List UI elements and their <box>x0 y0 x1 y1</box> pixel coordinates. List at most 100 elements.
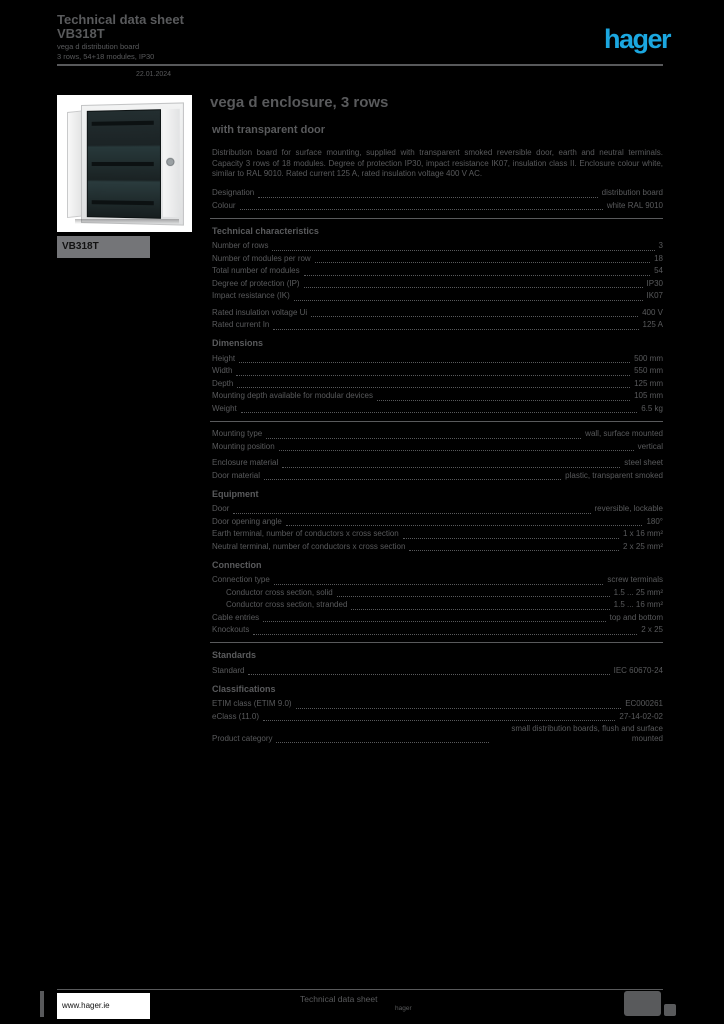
attribute-label: Conductor cross section, solid <box>226 587 333 597</box>
image-caption: VB318T <box>57 236 150 258</box>
attribute-value: white RAL 9010 <box>606 200 663 210</box>
attribute-row: Degree of protection (IP)IP30 <box>212 277 663 290</box>
attribute-value: 500 mm <box>634 353 663 363</box>
attribute-label: Connection type <box>212 575 270 584</box>
attribute-value: 1.5 ... 25 mm² <box>613 587 663 597</box>
enclosure-shadow <box>75 219 179 224</box>
attribute-row: ETIM class (ETIM 9.0)EC000261 <box>212 698 663 711</box>
attribute-label: Enclosure material <box>212 458 279 467</box>
attribute-label: Door <box>212 504 230 513</box>
attribute-value: vertical <box>637 441 663 451</box>
enclosure-front <box>81 102 184 226</box>
attribute-value: 105 mm <box>634 391 663 400</box>
attribute-label: Rated current In <box>212 320 270 329</box>
attribute-label: Weight <box>212 403 237 413</box>
dotted-leader <box>293 293 643 301</box>
attribute-row: Rated insulation voltage Ui 400 V <box>212 306 663 319</box>
product-image <box>57 95 192 232</box>
header: Technical data sheet VB318T vega d distr… <box>57 13 397 62</box>
dotted-leader <box>409 543 619 551</box>
page-title: vega d enclosure, 3 rows <box>210 94 389 111</box>
header-subline-1: vega d distribution board <box>57 42 140 51</box>
attribute-value: 550 mm <box>634 366 663 375</box>
attribute-value: 1 x 16 mm² <box>622 529 663 538</box>
attribute-label: Rated insulation voltage Ui <box>212 307 308 317</box>
footer-website-link[interactable]: www.hager.ie <box>57 993 150 1019</box>
attribute-value: 2 x 25 <box>641 625 663 634</box>
footer-brand-mark <box>624 991 661 1016</box>
dotted-leader <box>248 667 610 675</box>
attribute-row: Enclosure material steel sheet <box>212 457 663 470</box>
attribute-label: Designation <box>212 188 255 197</box>
dotted-leader <box>273 322 639 330</box>
attribute-value: EC000261 <box>625 699 663 708</box>
section-header: Dimensions <box>212 338 264 348</box>
dotted-leader <box>303 268 651 276</box>
dotted-leader <box>376 393 631 401</box>
attribute-row: Impact resistance (IK) IK07 <box>212 290 663 303</box>
attribute-row: Mounting depth available for modular dev… <box>212 390 663 403</box>
dotted-leader <box>264 472 562 480</box>
attribute-value: 125 mm <box>634 378 663 388</box>
attribute-label: Impact resistance (IK) <box>212 291 290 300</box>
dotted-leader <box>336 589 610 597</box>
attribute-label: Standard <box>212 665 245 675</box>
attribute-value: top and bottom <box>609 612 663 622</box>
dotted-leader <box>311 309 639 317</box>
attribute-label: Mounting depth available for modular dev… <box>212 391 373 400</box>
attribute-value: 3 <box>658 241 663 250</box>
attribute-value: reversible, lockable <box>594 504 663 513</box>
product-reference: VB318T <box>57 26 105 41</box>
attribute-label: Total number of modules <box>212 266 300 275</box>
attribute-value: 125 A <box>642 320 663 329</box>
dotted-leader <box>262 713 616 721</box>
footer-rule <box>57 989 663 990</box>
attribute-value: wall, surface mounted <box>585 429 663 438</box>
dotted-leader <box>263 614 606 622</box>
dotted-leader <box>272 243 655 251</box>
attribute-value: 180° <box>646 516 663 526</box>
spec-column: vega d enclosure, 3 rows with transparen… <box>210 94 663 749</box>
dotted-leader <box>236 368 631 376</box>
dotted-leader <box>351 602 610 610</box>
enclosure-illustration <box>65 102 184 226</box>
footer-brand-mark-small <box>664 1004 676 1016</box>
attribute-row: eClass (11.0)27-14-02-02 <box>212 710 663 723</box>
dotted-leader <box>276 735 489 743</box>
dotted-leader <box>237 380 631 388</box>
dotted-leader <box>273 577 604 585</box>
dotted-leader <box>240 405 638 413</box>
dotted-leader <box>258 190 598 198</box>
header-subline-2: 3 rows, 54+18 modules, IP30 <box>57 52 155 61</box>
attribute-label: eClass (11.0) <box>212 711 259 721</box>
attribute-value: IK07 <box>646 291 663 300</box>
dotted-leader <box>295 701 622 709</box>
attribute-value: 400 V <box>642 307 663 317</box>
header-rule <box>57 64 663 66</box>
section-header: Equipment <box>212 488 259 499</box>
attribute-row: Earth terminal, number of conductors x c… <box>212 528 663 541</box>
dotted-leader <box>314 255 651 263</box>
attribute-label: Product category <box>212 733 273 743</box>
attribute-row: Rated current In 125 A <box>212 319 663 332</box>
header-note: 22.01.2024 <box>136 71 172 78</box>
attribute-label: Number of modules per row <box>212 253 311 263</box>
attribute-value: steel sheet <box>624 458 663 467</box>
attribute-label: Degree of protection (IP) <box>212 278 300 288</box>
